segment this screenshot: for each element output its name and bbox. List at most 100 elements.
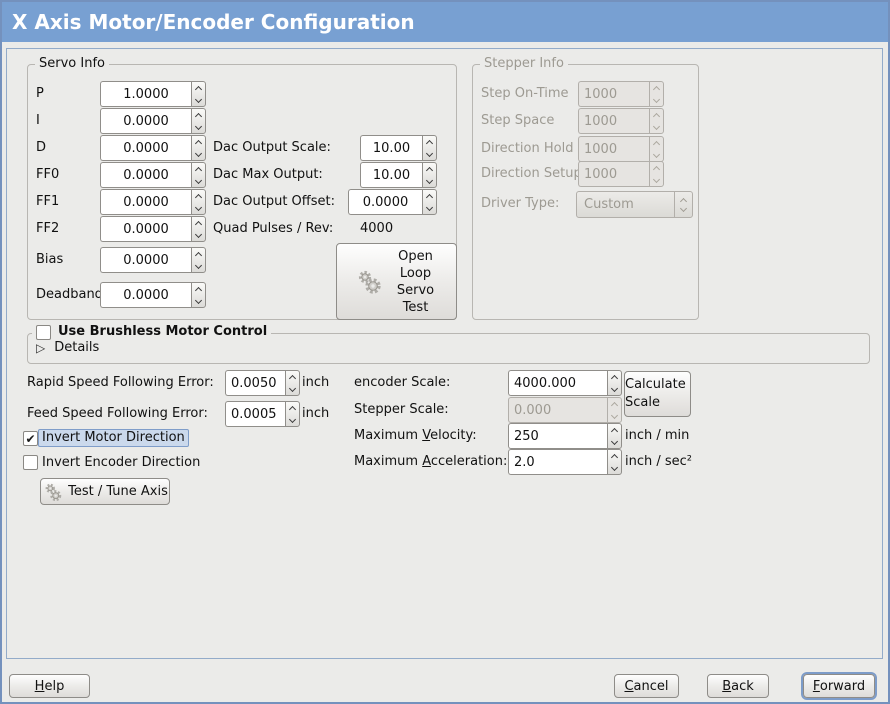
details-expander[interactable]: ▷ Details — [36, 340, 99, 355]
spin-down-button[interactable] — [423, 175, 436, 187]
dac-output-scale-spinbox[interactable]: 10.00 — [360, 135, 437, 161]
dac-max-output-spinbox[interactable]: 10.00 — [360, 162, 437, 188]
d-input[interactable]: 0.0000 — [100, 135, 191, 161]
spin-down-button[interactable] — [192, 94, 205, 106]
deadband-spinbox[interactable]: 0.0000 — [100, 282, 206, 308]
spin-up-button[interactable] — [192, 109, 205, 121]
back-button[interactable]: Back — [707, 674, 769, 698]
brushless-motor-group: Use Brushless Motor Control ▷ Details — [27, 333, 870, 364]
spin-up-button[interactable] — [192, 283, 205, 295]
spin-up-button[interactable] — [423, 190, 436, 202]
spin-down-button — [650, 149, 663, 161]
spin-up-button[interactable] — [423, 136, 436, 148]
invert-encoder-checkbox[interactable] — [23, 455, 38, 470]
test-tune-axis-label: Test / Tune Axis — [68, 484, 168, 499]
spin-down-button[interactable] — [192, 229, 205, 241]
spin-up-button[interactable] — [608, 450, 621, 462]
expander-arrow-icon: ▷ — [36, 341, 45, 355]
use-brushless-checkbox[interactable] — [36, 325, 51, 340]
checkmark-icon: ✔ — [25, 433, 35, 445]
open-loop-servo-test-label: Open Loop Servo Test — [392, 248, 440, 316]
feed-following-error-spinbox[interactable]: 0.0005 — [225, 401, 300, 427]
spin-down-button[interactable] — [423, 148, 436, 160]
max-velocity-input[interactable]: 250 — [508, 423, 607, 449]
spin-up-button[interactable] — [608, 371, 621, 383]
ff0-input[interactable]: 0.0000 — [100, 162, 191, 188]
feed-following-error-input[interactable]: 0.0005 — [225, 401, 285, 427]
i-spinbox[interactable]: 0.0000 — [100, 108, 206, 134]
spin-up-button[interactable] — [286, 402, 299, 414]
spin-down-button[interactable] — [608, 383, 621, 395]
invert-motor-checkbox[interactable]: ✔ — [23, 431, 38, 446]
spin-up-button[interactable] — [608, 424, 621, 436]
spin-down-button[interactable] — [608, 436, 621, 448]
deadband-input[interactable]: 0.0000 — [100, 282, 191, 308]
dac-output-offset-input[interactable]: 0.0000 — [348, 189, 422, 215]
spin-buttons — [191, 135, 206, 161]
encoder-scale-spinbox[interactable]: 4000.000 — [508, 370, 622, 396]
ff1-label: FF1 — [36, 189, 59, 215]
spin-up-button — [650, 137, 663, 149]
spin-buttons — [285, 370, 300, 396]
i-input[interactable]: 0.0000 — [100, 108, 191, 134]
spin-buttons — [649, 81, 664, 107]
max-acceleration-input[interactable]: 2.0 — [508, 449, 607, 475]
forward-button[interactable]: Forward — [803, 674, 875, 698]
spin-up-button[interactable] — [192, 190, 205, 202]
calculate-scale-button[interactable]: Calculate Scale — [624, 371, 691, 417]
max-velocity-spinbox[interactable]: 250 — [508, 423, 622, 449]
ff2-input[interactable]: 0.0000 — [100, 216, 191, 242]
ff2-spinbox[interactable]: 0.0000 — [100, 216, 206, 242]
ff1-input[interactable]: 0.0000 — [100, 189, 191, 215]
ff0-spinbox[interactable]: 0.0000 — [100, 162, 206, 188]
step-space-input: 1000 — [578, 108, 649, 134]
details-label: Details — [54, 340, 99, 355]
cancel-button[interactable]: Cancel — [614, 674, 679, 698]
open-loop-servo-test-button[interactable]: Open Loop Servo Test — [336, 243, 457, 320]
spin-buttons — [191, 108, 206, 134]
dac-output-offset-spinbox[interactable]: 0.0000 — [348, 189, 437, 215]
ff1-spinbox[interactable]: 0.0000 — [100, 189, 206, 215]
spin-up-button[interactable] — [192, 136, 205, 148]
p-spinbox[interactable]: 1.0000 — [100, 81, 206, 107]
quad-pulses-value: 4000 — [360, 216, 393, 242]
rapid-following-error-spinbox[interactable]: 0.0050 — [225, 370, 300, 396]
spin-buttons — [191, 247, 206, 273]
stepper-scale-input: 0.000 — [508, 397, 607, 423]
max-acceleration-spinbox[interactable]: 2.0 — [508, 449, 622, 475]
spin-down-button[interactable] — [608, 462, 621, 474]
invert-motor-label[interactable]: Invert Motor Direction — [38, 429, 189, 447]
spin-up-button[interactable] — [286, 371, 299, 383]
step-on-time-label: Step On-Time — [481, 81, 569, 107]
spin-buttons — [191, 162, 206, 188]
servo-info-group-title: Servo Info — [35, 55, 109, 73]
test-tune-axis-button[interactable]: Test / Tune Axis — [40, 478, 170, 505]
spin-down-button[interactable] — [286, 414, 299, 426]
bias-input[interactable]: 0.0000 — [100, 247, 191, 273]
spin-down-button[interactable] — [192, 202, 205, 214]
spin-down-button[interactable] — [192, 175, 205, 187]
spin-up-button[interactable] — [192, 163, 205, 175]
spin-down-button[interactable] — [192, 148, 205, 160]
invert-encoder-label[interactable]: Invert Encoder Direction — [42, 454, 200, 472]
spin-down-button[interactable] — [192, 260, 205, 272]
d-spinbox[interactable]: 0.0000 — [100, 135, 206, 161]
bias-spinbox[interactable]: 0.0000 — [100, 247, 206, 273]
feed-error-unit: inch — [302, 401, 329, 427]
encoder-scale-input[interactable]: 4000.000 — [508, 370, 607, 396]
help-button[interactable]: Help — [9, 674, 90, 698]
spin-down-button[interactable] — [423, 202, 436, 214]
spin-up-button[interactable] — [423, 163, 436, 175]
spin-down-button[interactable] — [286, 383, 299, 395]
rapid-following-error-input[interactable]: 0.0050 — [225, 370, 285, 396]
spin-up-button[interactable] — [192, 82, 205, 94]
spin-down-button[interactable] — [192, 295, 205, 307]
spin-up-button[interactable] — [192, 217, 205, 229]
spin-up-button[interactable] — [192, 248, 205, 260]
dac-max-output-input[interactable]: 10.00 — [360, 162, 422, 188]
spin-down-button[interactable] — [192, 121, 205, 133]
p-input[interactable]: 1.0000 — [100, 81, 191, 107]
calculate-scale-label: Calculate Scale — [625, 376, 690, 412]
dac-output-scale-input[interactable]: 10.00 — [360, 135, 422, 161]
